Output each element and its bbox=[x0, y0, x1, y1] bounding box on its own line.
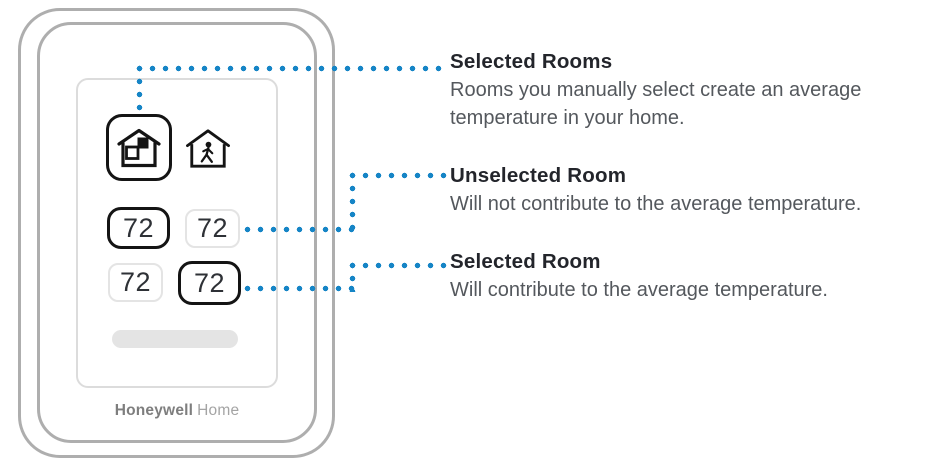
callout-2-connector-right bbox=[349, 172, 448, 179]
callout-selected-rooms: Selected Rooms Rooms you manually select… bbox=[450, 48, 948, 132]
callout-description: Will not contribute to the average tempe… bbox=[450, 193, 862, 215]
house-rooms-icon bbox=[117, 128, 161, 167]
room-temp-button-unselected[interactable]: 72 bbox=[185, 209, 240, 248]
room-temp-button-selected[interactable]: 72 bbox=[107, 207, 170, 249]
brand-logo-home: Home bbox=[197, 402, 240, 419]
callout-selected-room: Selected Room Will contribute to the ave… bbox=[450, 248, 948, 304]
room-temp-button-unselected[interactable]: 72 bbox=[108, 263, 163, 302]
brand-logo-honeywell: Honeywell bbox=[114, 402, 194, 419]
home-indicator-bar bbox=[112, 330, 238, 348]
rooms-mode-button[interactable] bbox=[106, 114, 172, 181]
room-temp-button-selected[interactable]: 72 bbox=[178, 261, 241, 305]
callout-title: Selected Room bbox=[450, 250, 601, 273]
house-person-icon bbox=[186, 129, 230, 168]
callout-3-connector-left bbox=[244, 285, 360, 292]
callout-3-connector-right bbox=[349, 262, 448, 269]
callout-2-connector-left bbox=[244, 226, 360, 233]
callout-description: Will contribute to the average temperatu… bbox=[450, 279, 828, 301]
callout-title: Unselected Room bbox=[450, 164, 627, 187]
callout-unselected-room: Unselected Room Will not contribute to t… bbox=[450, 162, 948, 218]
callout-3-connector-vertical bbox=[349, 262, 356, 292]
callout-description: Rooms you manually select create an aver… bbox=[450, 79, 862, 129]
callout-1-connector-horizontal bbox=[136, 65, 448, 72]
callout-title: Selected Rooms bbox=[450, 50, 613, 73]
away-mode-button[interactable] bbox=[184, 126, 232, 170]
device-outer-frame bbox=[18, 8, 335, 458]
callout-2-connector-vertical bbox=[349, 172, 356, 233]
callout-1-connector-vertical bbox=[136, 65, 143, 113]
